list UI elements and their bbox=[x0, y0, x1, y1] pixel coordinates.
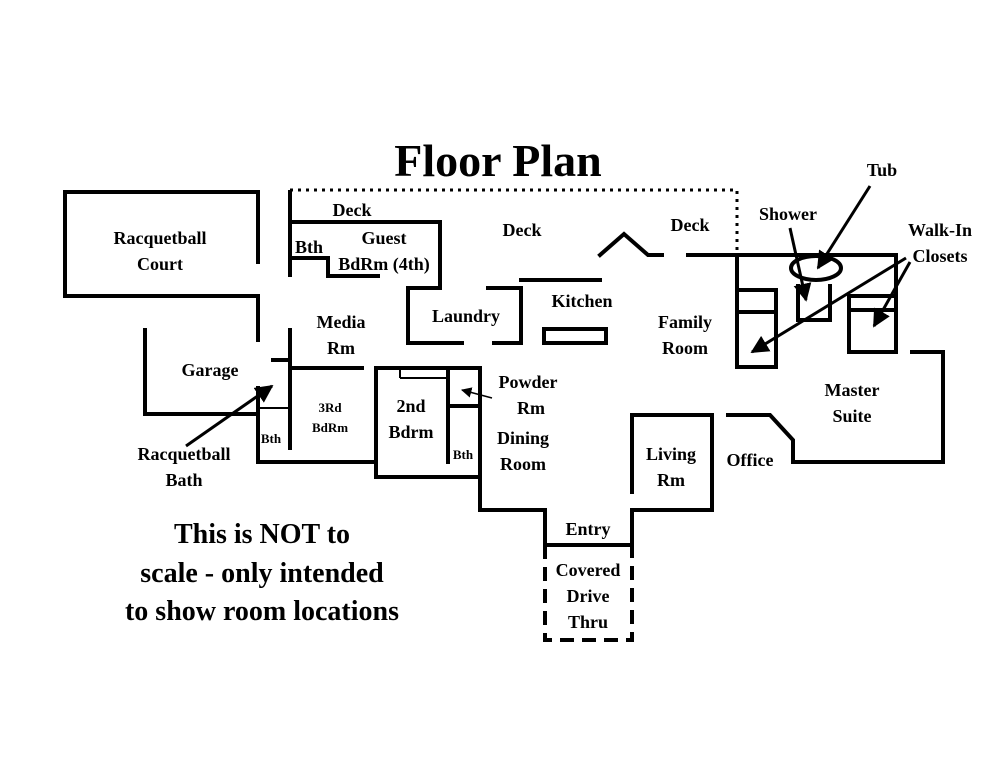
label-laundry: Laundry bbox=[432, 306, 500, 326]
svg-text:Master: Master bbox=[825, 380, 880, 400]
scale-note: This is NOT to scale - only intended to … bbox=[125, 519, 399, 627]
wall-bottom-left bbox=[256, 460, 547, 512]
svg-text:to show room locations: to show room locations bbox=[125, 596, 399, 627]
svg-text:Suite: Suite bbox=[832, 406, 871, 426]
label-master-suite: Master Suite bbox=[825, 380, 880, 426]
svg-text:Dining: Dining bbox=[497, 428, 549, 448]
label-walk-in-closets: Walk-In Closets bbox=[908, 220, 972, 266]
svg-text:BdRm: BdRm bbox=[312, 420, 348, 435]
wall-covered-drive bbox=[543, 545, 634, 642]
svg-text:Room: Room bbox=[662, 338, 708, 358]
page-title: Floor Plan bbox=[394, 135, 601, 186]
arrow-closet-right bbox=[872, 261, 912, 328]
arrow-powder-rm bbox=[460, 387, 493, 399]
label-living-rm: Living Rm bbox=[646, 444, 696, 490]
label-dining-room: Dining Room bbox=[497, 428, 549, 474]
wall-master-outer bbox=[791, 350, 945, 464]
label-third-bdrm: 3Rd BdRm bbox=[312, 400, 348, 435]
label-deck-center: Deck bbox=[503, 220, 542, 240]
svg-text:Covered: Covered bbox=[556, 560, 621, 580]
label-garage: Garage bbox=[182, 360, 239, 380]
svg-text:Rm: Rm bbox=[657, 470, 685, 490]
label-powder-rm: Powder Rm bbox=[499, 372, 558, 418]
label-second-bdrm: 2nd Bdrm bbox=[389, 396, 434, 442]
deck-outline bbox=[290, 188, 739, 255]
label-bth-upper: Bth bbox=[295, 237, 323, 257]
arrow-tub bbox=[816, 185, 872, 270]
wall-chevron bbox=[597, 231, 664, 258]
svg-text:BdRm (4th): BdRm (4th) bbox=[338, 254, 430, 275]
svg-text:Powder: Powder bbox=[499, 372, 558, 392]
wall-laundry bbox=[406, 286, 464, 345]
label-deck-left: Deck bbox=[333, 200, 372, 220]
walls bbox=[63, 188, 945, 642]
label-bth-lower-left: Bth bbox=[261, 431, 282, 446]
wall-kitchen-left bbox=[492, 286, 523, 345]
label-tub: Tub bbox=[867, 160, 897, 180]
tub-ellipse bbox=[789, 254, 843, 282]
label-media-rm: Media Rm bbox=[317, 312, 366, 358]
svg-text:This is NOT to: This is NOT to bbox=[174, 519, 350, 550]
svg-text:Rm: Rm bbox=[517, 398, 545, 418]
label-office: Office bbox=[727, 450, 774, 470]
wall-closet-right bbox=[847, 294, 898, 354]
svg-text:3Rd: 3Rd bbox=[318, 400, 342, 415]
svg-text:Guest: Guest bbox=[362, 228, 407, 248]
label-guest-bdrm: Guest BdRm (4th) bbox=[338, 228, 430, 275]
label-family-room: Family Room bbox=[658, 312, 712, 358]
wall-closet-left bbox=[735, 253, 778, 369]
arrow-racquetball-bath bbox=[185, 384, 274, 448]
label-deck-right: Deck bbox=[671, 215, 710, 235]
svg-text:Family: Family bbox=[658, 312, 712, 332]
svg-text:Drive: Drive bbox=[567, 586, 610, 606]
wall-living bbox=[630, 413, 714, 494]
svg-text:scale - only intended: scale - only intended bbox=[140, 558, 384, 589]
arrow-closet-left bbox=[750, 256, 907, 354]
svg-text:Court: Court bbox=[137, 254, 183, 274]
svg-text:Bdrm: Bdrm bbox=[389, 422, 434, 442]
label-covered-drive-thru: Covered Drive Thru bbox=[556, 560, 621, 632]
svg-text:Racquetball: Racquetball bbox=[137, 444, 230, 464]
arrows bbox=[185, 185, 912, 448]
kitchen-counter bbox=[542, 327, 608, 345]
svg-text:Rm: Rm bbox=[327, 338, 355, 358]
svg-text:Media: Media bbox=[317, 312, 366, 332]
label-entry: Entry bbox=[566, 519, 611, 539]
svg-text:Living: Living bbox=[646, 444, 696, 464]
svg-text:Racquetball: Racquetball bbox=[113, 228, 206, 248]
svg-text:Walk-In: Walk-In bbox=[908, 220, 972, 240]
label-racquetball-court: Racquetball Court bbox=[113, 228, 206, 274]
label-bth-lower-mid: Bth bbox=[453, 447, 474, 462]
svg-text:Thru: Thru bbox=[568, 612, 608, 632]
wall-garage bbox=[143, 328, 257, 416]
svg-text:Closets: Closets bbox=[913, 246, 968, 266]
svg-text:Bath: Bath bbox=[165, 470, 202, 490]
svg-text:Room: Room bbox=[500, 454, 546, 474]
label-kitchen: Kitchen bbox=[552, 291, 613, 311]
wall-racquetball-court bbox=[63, 190, 257, 298]
svg-text:2nd: 2nd bbox=[396, 396, 425, 416]
label-racquetball-bath: Racquetball Bath bbox=[137, 444, 230, 490]
wall-office bbox=[726, 413, 795, 464]
arrow-shower bbox=[788, 227, 812, 302]
label-shower: Shower bbox=[759, 204, 817, 224]
